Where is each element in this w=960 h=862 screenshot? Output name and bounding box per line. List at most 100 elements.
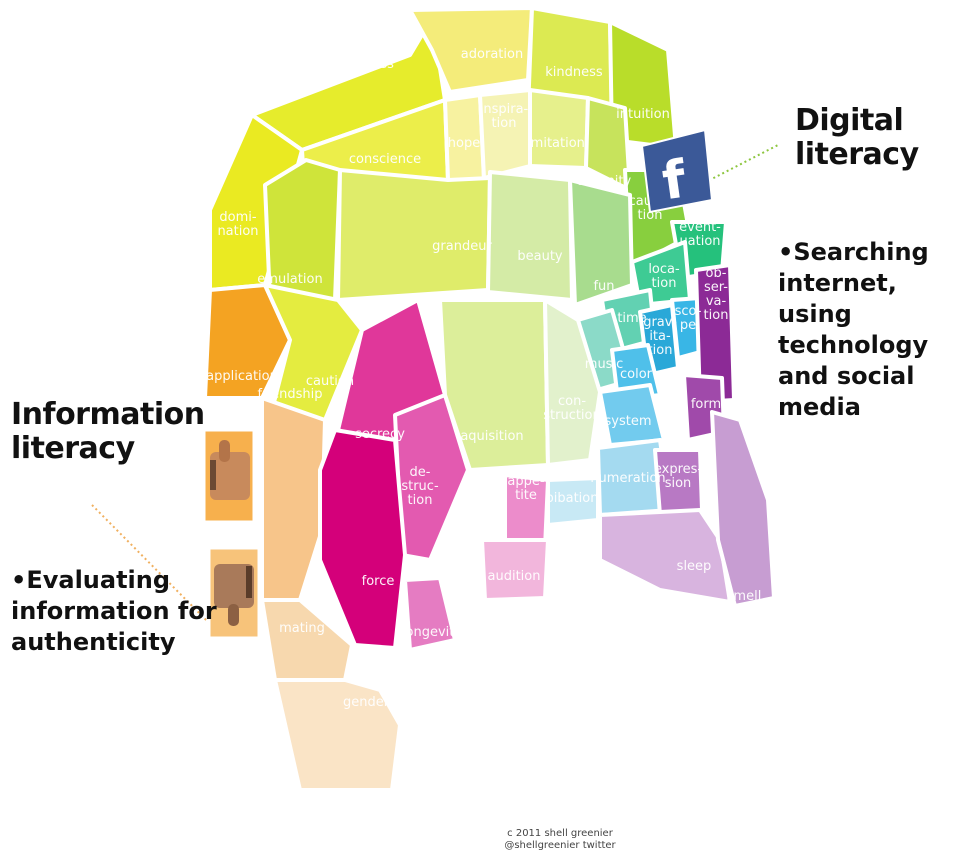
region-label-line: bibation — [546, 491, 599, 506]
region-label-line: beauty — [517, 249, 563, 264]
region-label-line: struction — [543, 408, 601, 423]
region-label-location: loca-tion — [648, 262, 680, 291]
region-label-gender: gender — [343, 695, 390, 710]
region-grandeur — [336, 168, 492, 302]
region-label-line: ita- — [649, 329, 671, 344]
region-label-line: sion — [665, 476, 692, 491]
digital-literacy-title-line-2: literacy — [795, 137, 919, 172]
digital-literacy-bullet-line-1: •Searching — [778, 238, 929, 266]
region-label-line: hope — [448, 136, 480, 151]
region-friendship — [260, 396, 327, 602]
region-label-line: imitation — [527, 136, 585, 151]
region-label-line: domi- — [219, 210, 256, 225]
region-label-line: emulation — [257, 272, 322, 287]
region-label-line: tion — [648, 343, 673, 358]
region-sleep — [598, 508, 732, 604]
region-label-sleep: sleep — [677, 559, 712, 574]
region-label-line: expres- — [654, 462, 703, 477]
digital-literacy-description: •Searching internet, using technology an… — [778, 237, 960, 423]
region-beauty — [486, 170, 574, 302]
region-label-application: application — [206, 369, 278, 384]
region-label-longevity: longevity — [402, 625, 462, 640]
region-label-line: con- — [558, 394, 586, 409]
region-label-observation: ob-ser-va-tion — [704, 266, 729, 323]
region-label-fun: fun — [593, 279, 614, 294]
region-label-bibation: bibation — [546, 491, 599, 506]
region-label-line: longevity — [402, 625, 462, 640]
digital-literacy-bullet-line-3: using technology — [778, 300, 929, 359]
credit-line-1: c 2011 shell greenier — [507, 828, 613, 839]
region-label-line: struc- — [401, 479, 439, 494]
region-fun — [568, 178, 634, 307]
region-label-line: tion — [652, 276, 677, 291]
region-label-line: fun — [593, 279, 614, 294]
region-label-line: tite — [515, 488, 537, 503]
info-literacy-bullet-line-2: information for — [11, 597, 217, 625]
left-connector-line — [91, 504, 217, 631]
region-label-conscience: conscience — [349, 152, 421, 167]
region-label-appetite: appe-tite — [507, 474, 544, 503]
region-label-construction: con-struction — [543, 394, 601, 423]
region-audition — [480, 538, 550, 602]
region-label-scope: sco-pe — [675, 304, 702, 333]
region-label-line: grav- — [643, 315, 677, 330]
thumbs-down-icon — [207, 546, 261, 640]
region-label-line: tion — [704, 308, 729, 323]
info-literacy-panel: Information literacy — [11, 398, 205, 466]
digital-literacy-panel: Digital literacy — [795, 104, 919, 172]
region-adoration — [408, 6, 534, 94]
region-label-line: sleep — [677, 559, 712, 574]
region-label-line: intuition — [616, 107, 670, 122]
region-label-imitation: imitation — [527, 136, 585, 151]
region-label-kindness: kindness — [545, 65, 603, 80]
region-label-line: system — [605, 414, 652, 429]
region-longevity — [403, 576, 457, 652]
region-label-adoration: adoration — [461, 47, 523, 62]
info-literacy-title-line-2: literacy — [11, 431, 135, 466]
region-label-eventuation: event-uation — [679, 220, 721, 249]
digital-literacy-title-line-1: Digital — [795, 103, 904, 138]
region-label-line: de- — [410, 465, 431, 480]
region-label-friendship: friendship — [258, 387, 323, 402]
region-label-line: secrecy — [355, 427, 405, 442]
info-literacy-bullet-line-1: •Evaluating — [11, 566, 171, 594]
region-label-mating: mating — [279, 621, 325, 636]
region-label-line: tion — [492, 116, 517, 131]
region-label-color: color — [620, 367, 653, 382]
region-label-music: music — [585, 357, 623, 372]
region-observation — [694, 263, 736, 404]
region-label-line: firmness — [338, 57, 394, 72]
region-label-line: audition — [488, 569, 541, 584]
region-label-intuition: intuition — [616, 107, 670, 122]
region-label-line: nation — [217, 224, 258, 239]
region-label-line: inspira- — [480, 102, 529, 117]
region-label-line: mating — [279, 621, 325, 636]
region-label-domination: domi-nation — [217, 210, 258, 239]
region-smell — [710, 410, 776, 608]
region-label-time: time — [617, 311, 646, 326]
info-literacy-description: •Evaluating information for authenticity — [11, 565, 217, 658]
region-label-form: form — [691, 397, 721, 412]
region-label-line: smell — [727, 589, 762, 604]
region-label-line: grandeur — [432, 239, 492, 254]
region-label-caution: caution — [306, 374, 354, 389]
facebook-icon: f — [640, 128, 714, 214]
region-label-gravitation: grav-ita-tion — [643, 315, 677, 358]
region-imitation — [528, 88, 590, 170]
region-acquisition — [438, 298, 550, 472]
region-label-line: event- — [679, 220, 721, 235]
region-label-force: force — [362, 574, 395, 589]
region-label-hope: hope — [448, 136, 480, 151]
region-system — [598, 383, 666, 447]
info-literacy-title-line-1: Information — [11, 397, 205, 432]
region-label-line: music — [585, 357, 623, 372]
region-label-line: aquisition — [460, 429, 523, 444]
region-label-system: system — [605, 414, 652, 429]
region-label-line: conscience — [349, 152, 421, 167]
region-label-line: va- — [706, 294, 727, 309]
region-label-line: color — [620, 367, 653, 382]
region-label-line: urbanity — [577, 174, 632, 189]
region-label-line: force — [362, 574, 395, 589]
region-label-line: adoration — [461, 47, 523, 62]
region-label-expression: expres-sion — [654, 462, 703, 491]
